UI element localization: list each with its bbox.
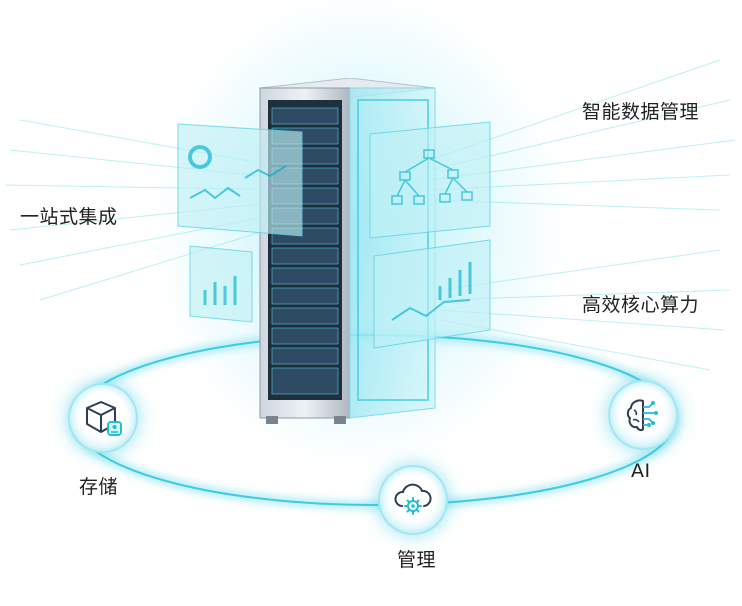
feature-label-smart-data-management: 智能数据管理 [582,101,700,123]
brain-circuit-icon [626,399,658,432]
feature-label-one-stop-integration: 一站式集成 [20,206,118,228]
feature-label-efficient-computing: 高效核心算力 [582,294,700,316]
cloud-gear-icon [394,483,432,515]
ai-node[interactable] [608,380,678,450]
management-label: 管理 [397,549,437,571]
ai-label: AI [631,460,651,482]
storage-label: 存储 [79,476,119,498]
storage-node[interactable] [68,383,138,453]
management-node[interactable] [378,465,448,535]
cube-storage-icon [86,401,122,436]
